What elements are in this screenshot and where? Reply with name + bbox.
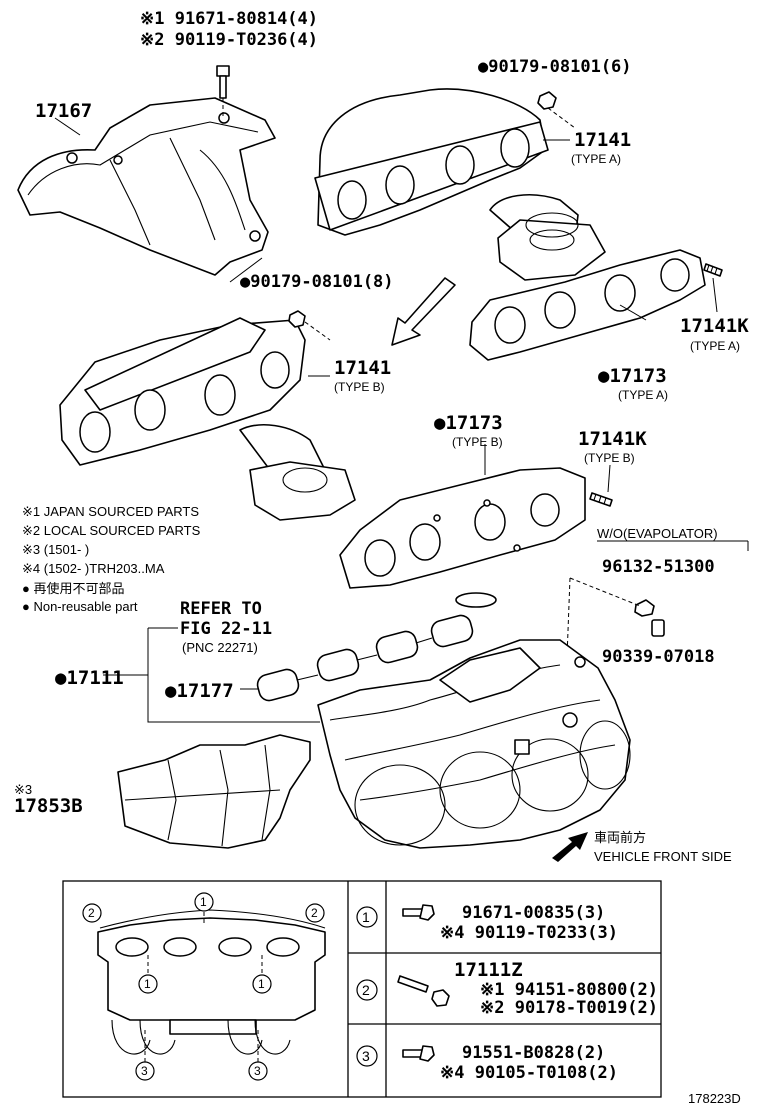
bolt-icon bbox=[402, 904, 435, 921]
label-nut-a: ●90179-08101(6) bbox=[478, 57, 632, 77]
svg-text:3: 3 bbox=[254, 1064, 261, 1078]
note-6: ● Non-reusable part bbox=[22, 599, 138, 614]
svg-text:1: 1 bbox=[362, 909, 370, 925]
svg-text:1: 1 bbox=[200, 895, 207, 909]
label-bolt-l1: ※1 91671-80814(4) bbox=[140, 9, 318, 29]
label-17173-b: ●17173 bbox=[434, 412, 503, 434]
stud-17141k-type-a[interactable] bbox=[703, 263, 723, 277]
label-17167: 17167 bbox=[35, 100, 92, 122]
inset-ref-1-top: 1 bbox=[194, 892, 214, 912]
label-wo-evap: W/O(EVAPOLATOR) bbox=[597, 526, 718, 541]
svg-text:※2 90178-T0019(2): ※2 90178-T0019(2) bbox=[480, 998, 658, 1018]
label-bolt-l2: ※2 90119-T0236(4) bbox=[140, 30, 318, 50]
svg-text:17111Z: 17111Z bbox=[454, 959, 523, 981]
arrow-icon bbox=[391, 277, 456, 346]
label-cap: 96132-51300 bbox=[602, 557, 715, 577]
inset-manifold bbox=[97, 909, 326, 1062]
label-17173-a-type: (TYPE A) bbox=[618, 388, 668, 402]
heat-insulator-17167[interactable] bbox=[17, 97, 276, 276]
notes: ※1 JAPAN SOURCED PARTS ※2 LOCAL SOURCED … bbox=[22, 504, 201, 614]
label-17141-a: 17141 bbox=[574, 129, 631, 151]
svg-text:※1 94151-80800(2): ※1 94151-80800(2) bbox=[480, 980, 658, 1000]
inset-ref-3-left: 3 bbox=[135, 1061, 155, 1081]
label-refer-l3: (PNC 22271) bbox=[182, 640, 258, 655]
front-arrow-icon bbox=[552, 832, 588, 862]
svg-text:※4 90105-T0108(2): ※4 90105-T0108(2) bbox=[440, 1063, 618, 1083]
stud-nut-icon bbox=[397, 975, 450, 1007]
inset-box bbox=[62, 880, 662, 1098]
nut-90179-08101-b[interactable] bbox=[288, 310, 306, 328]
svg-text:1: 1 bbox=[258, 977, 265, 991]
svg-text:1: 1 bbox=[144, 977, 151, 991]
svg-text:91671-00835(3): 91671-00835(3) bbox=[462, 903, 605, 923]
label-17173-b-type: (TYPE B) bbox=[452, 435, 503, 449]
svg-text:2: 2 bbox=[311, 906, 318, 920]
label-17141k-b: 17141K bbox=[578, 428, 647, 450]
label-refer-l2: FIG 22-11 bbox=[180, 619, 272, 639]
inset-ref-2-left: 2 bbox=[82, 903, 102, 923]
svg-text:2: 2 bbox=[362, 982, 370, 998]
legend-row-2[interactable]: 2 17111Z ※1 94151-80800(2) ※2 90178-T001… bbox=[356, 959, 658, 1018]
label-17177: ●17177 bbox=[165, 680, 234, 702]
label-17141-b-type: (TYPE B) bbox=[334, 380, 385, 394]
bolt-icon bbox=[402, 1045, 435, 1062]
svg-text:3: 3 bbox=[141, 1064, 148, 1078]
svg-text:91551-B0828(2): 91551-B0828(2) bbox=[462, 1043, 605, 1063]
note-5: ● 再使用不可部品 bbox=[22, 581, 124, 596]
label-plug: 90339-07018 bbox=[602, 647, 715, 667]
label-refer-l1: REFER TO bbox=[180, 599, 262, 619]
inset-ref-3-right: 3 bbox=[248, 1061, 268, 1081]
inset-ref-1-right: 1 bbox=[252, 974, 272, 994]
svg-text:3: 3 bbox=[362, 1048, 370, 1064]
plug-90339-07018[interactable] bbox=[651, 619, 665, 637]
label-17141k-a-type: (TYPE A) bbox=[690, 339, 740, 353]
note-2: ※2 LOCAL SOURCED PARTS bbox=[22, 523, 201, 538]
label-17111: ●17111 bbox=[55, 667, 124, 689]
label-cover-mark: ※3 bbox=[14, 782, 32, 797]
stud-17141k-type-b[interactable] bbox=[589, 492, 613, 507]
legend-row-3[interactable]: 3 91551-B0828(2) ※4 90105-T0108(2) bbox=[356, 1043, 618, 1083]
svg-text:※4 90119-T0233(3): ※4 90119-T0233(3) bbox=[440, 923, 618, 943]
exhaust-manifold-17141-type-b[interactable] bbox=[59, 317, 356, 521]
intake-manifold-17111[interactable] bbox=[317, 639, 631, 849]
label-17141k-b-type: (TYPE B) bbox=[584, 451, 635, 465]
label-17173-a: ●17173 bbox=[598, 365, 667, 387]
label-17141-b: 17141 bbox=[334, 357, 391, 379]
note-3: ※3 (1501- ) bbox=[22, 542, 89, 557]
intake-gasket-17177[interactable] bbox=[255, 592, 497, 703]
label-17853b: 17853B bbox=[14, 795, 83, 817]
gasket-17173-type-a[interactable] bbox=[469, 249, 706, 361]
engine-cover-17853b[interactable] bbox=[117, 734, 311, 849]
note-4: ※4 (1502- )TRH203..MA bbox=[22, 561, 165, 576]
inset-ref-2-right: 2 bbox=[305, 903, 325, 923]
label-nut-b: ●90179-08101(8) bbox=[240, 272, 394, 292]
gasket-17173-type-b[interactable] bbox=[339, 467, 586, 589]
svg-text:2: 2 bbox=[88, 906, 95, 920]
cap-96132-51300[interactable] bbox=[634, 599, 655, 617]
label-17141k-a: 17141K bbox=[680, 315, 749, 337]
label-front-en: VEHICLE FRONT SIDE bbox=[594, 849, 732, 864]
inset-ref-1-left: 1 bbox=[138, 974, 158, 994]
diagram-id: 178223D bbox=[688, 1091, 741, 1106]
nut-90179-08101-a[interactable] bbox=[537, 91, 557, 110]
label-front-jp: 車両前方 bbox=[594, 830, 646, 845]
label-17141-a-type: (TYPE A) bbox=[571, 152, 621, 166]
note-1: ※1 JAPAN SOURCED PARTS bbox=[22, 504, 199, 519]
exhaust-manifold-17141-type-a[interactable] bbox=[314, 88, 606, 281]
bolt-91671-80814[interactable] bbox=[216, 65, 230, 99]
legend-row-1[interactable]: 1 91671-00835(3) ※4 90119-T0233(3) bbox=[356, 903, 618, 943]
